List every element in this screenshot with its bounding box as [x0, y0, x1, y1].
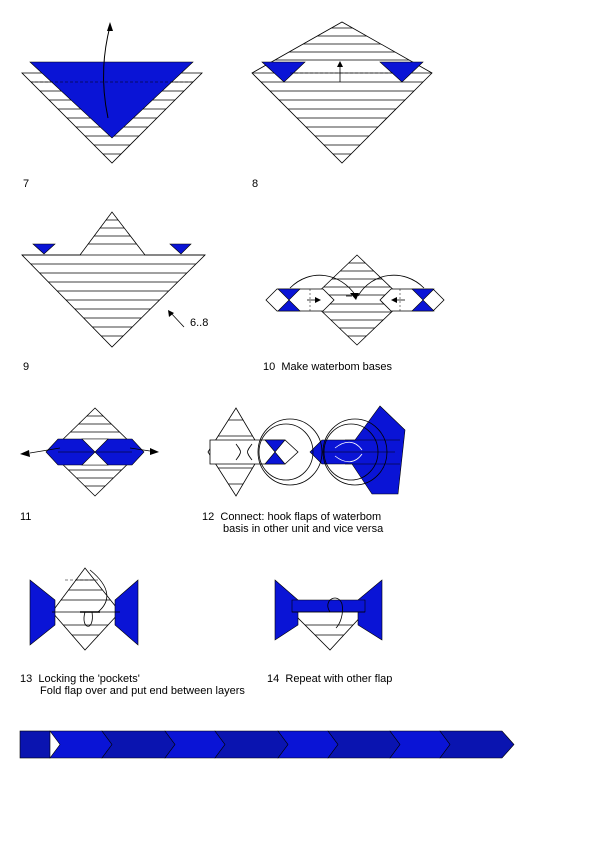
step-14-text: Repeat with other flap [285, 673, 393, 685]
step-12-diagram [207, 405, 406, 497]
step-12-caption: 12 Connect: hook flaps of waterbom [202, 511, 381, 523]
step-8-number: 8 [252, 178, 259, 190]
step-9-note: 6..8 [190, 317, 209, 329]
step-13-number: 13 [20, 673, 33, 685]
step-14-caption: 14 Repeat with other flap [267, 673, 392, 685]
step-13-text-line2: Fold flap over and put end between layer… [40, 685, 245, 697]
step-11-diagram [20, 407, 159, 497]
step-13-caption: 13 Locking the 'pockets' [20, 673, 140, 685]
step-13-diagram [29, 567, 139, 651]
step-10-caption: 10 Make waterbom bases [263, 361, 392, 373]
step-7-diagram [21, 22, 203, 164]
step-10-number: 10 [263, 361, 276, 373]
step-10-text: Make waterbom bases [281, 361, 393, 373]
step-11-number: 11 [20, 511, 32, 523]
step-9-number: 9 [23, 361, 30, 373]
step-10-diagram [265, 254, 445, 346]
step-12-number: 12 [202, 511, 215, 523]
step-13-text: Locking the 'pockets' [38, 673, 140, 685]
chain-strip [19, 730, 515, 759]
step-14-number: 14 [267, 673, 280, 685]
step-12-text: Connect: hook flaps of waterbom [220, 511, 382, 523]
step-7-number: 7 [23, 178, 30, 190]
step-14-diagram [274, 579, 383, 651]
step-8-diagram [251, 21, 433, 164]
step-12-text-line2: basis in other unit and vice versa [223, 523, 384, 535]
